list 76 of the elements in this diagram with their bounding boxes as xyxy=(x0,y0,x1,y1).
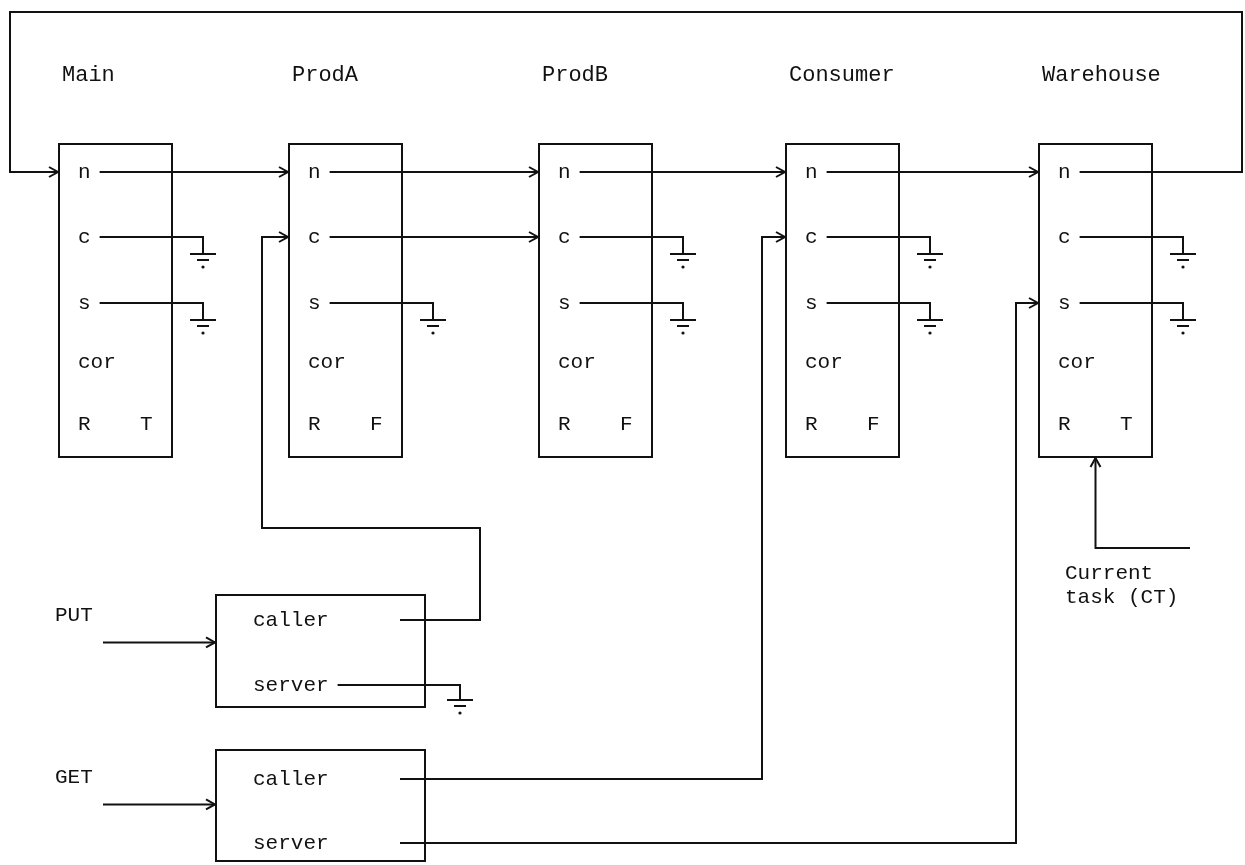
ground-symbol xyxy=(190,319,216,337)
connector-line xyxy=(1078,236,1184,255)
record-field: cor xyxy=(58,337,126,387)
record-field: s xyxy=(785,278,828,328)
connector-line xyxy=(825,302,931,321)
connector-line xyxy=(825,236,931,255)
ground-symbol xyxy=(917,253,943,271)
field-label: R xyxy=(1058,412,1071,438)
arrow xyxy=(578,166,786,178)
record-field: s xyxy=(538,278,581,328)
ground-symbol xyxy=(420,319,446,337)
ground-symbol xyxy=(447,699,473,717)
arrow xyxy=(102,636,216,649)
record-field: cor xyxy=(538,337,606,387)
record-field: caller xyxy=(215,757,401,801)
connector-line xyxy=(98,302,204,321)
arrow xyxy=(399,297,1039,844)
record-field: c xyxy=(1038,212,1081,262)
task-name: ProdA xyxy=(292,63,358,88)
connector-line xyxy=(98,236,204,255)
arrow xyxy=(328,166,539,178)
ground-symbol xyxy=(190,253,216,271)
record-field: cor xyxy=(288,337,356,387)
task-name: ProdB xyxy=(542,63,608,88)
record-field: cor xyxy=(785,337,853,387)
arrow xyxy=(261,231,481,621)
field-label: R xyxy=(78,412,91,438)
record-field: server xyxy=(215,821,401,865)
record-field: c xyxy=(538,212,581,262)
entry-label: PUT xyxy=(55,604,103,652)
arrow xyxy=(98,166,289,178)
arrow xyxy=(1089,457,1191,549)
arrow xyxy=(102,798,216,811)
ground-symbol xyxy=(1170,319,1196,337)
field-label: R xyxy=(308,412,321,438)
connector-line xyxy=(1078,302,1184,321)
connector-line xyxy=(578,236,684,255)
arrow xyxy=(825,166,1039,178)
record-field: s xyxy=(288,278,331,328)
record-box xyxy=(215,749,426,862)
ground-symbol xyxy=(670,253,696,271)
record-field: server xyxy=(215,663,339,707)
field-label: T xyxy=(1120,412,1133,438)
record-field: c xyxy=(785,212,828,262)
connector-line xyxy=(578,302,684,321)
task-name: Warehouse xyxy=(1042,63,1161,88)
field-label: F xyxy=(867,412,880,438)
record-box xyxy=(215,594,426,708)
task-name: Main xyxy=(62,63,115,88)
field-label: T xyxy=(140,412,153,438)
record-field: caller xyxy=(215,598,401,642)
field-label: F xyxy=(620,412,633,438)
record-field: n xyxy=(538,147,581,197)
connector-line xyxy=(336,684,461,701)
field-label: R xyxy=(558,412,571,438)
record-field: n xyxy=(785,147,828,197)
entry-label: GET xyxy=(55,766,103,814)
record-field: s xyxy=(1038,278,1081,328)
ground-symbol xyxy=(670,319,696,337)
record-field: c xyxy=(58,212,101,262)
arrow xyxy=(328,231,539,243)
field-label: R xyxy=(805,412,818,438)
field-label: F xyxy=(370,412,383,438)
record-field: n xyxy=(1038,147,1081,197)
record-field: c xyxy=(288,212,331,262)
record-field: n xyxy=(288,147,331,197)
ground-symbol xyxy=(917,319,943,337)
arrow xyxy=(399,231,786,780)
record-field: n xyxy=(58,147,101,197)
task-name: Consumer xyxy=(789,63,895,88)
ground-symbol xyxy=(1170,253,1196,271)
record-field: s xyxy=(58,278,101,328)
connector-line xyxy=(328,302,434,321)
arrow xyxy=(9,11,1243,178)
pointer-label: Current task (CT) xyxy=(1065,548,1190,670)
record-field: cor xyxy=(1038,337,1106,387)
